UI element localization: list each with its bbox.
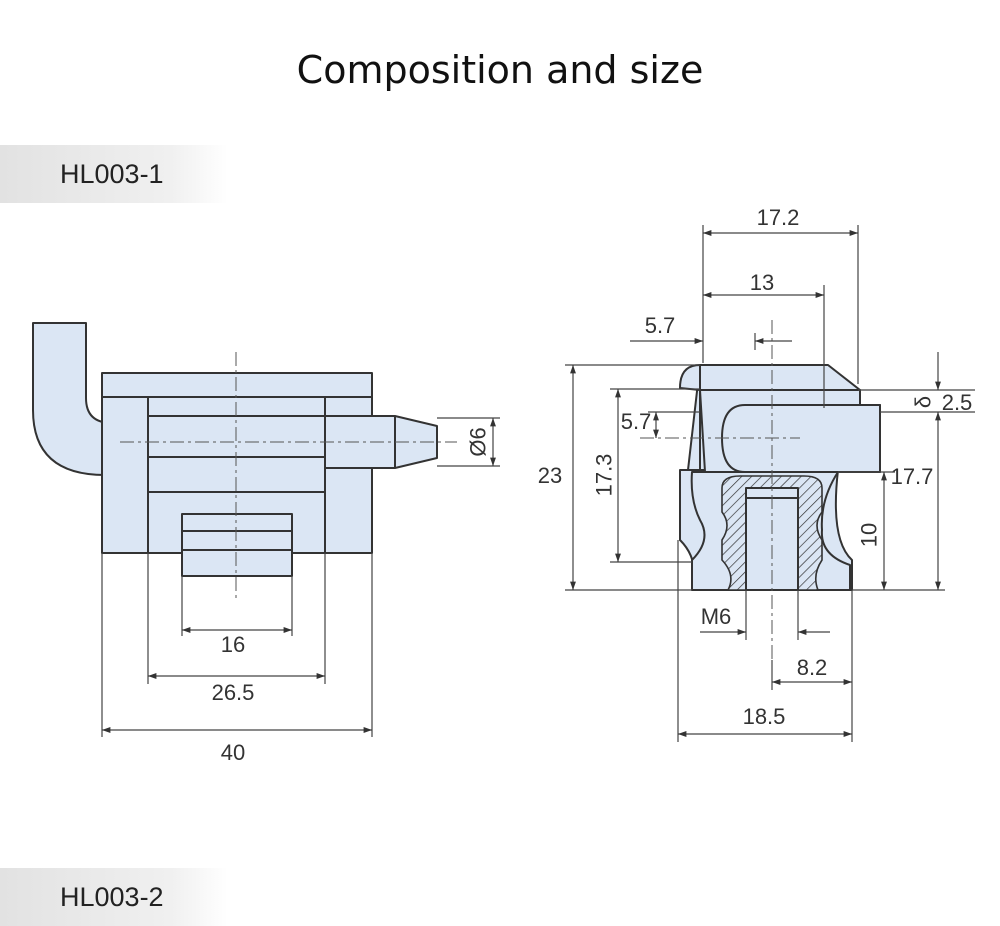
dim-pin-diameter: Ø6: [466, 427, 491, 456]
dim-m6: M6: [701, 604, 732, 629]
dim-width-26-5: 26.5: [212, 680, 255, 705]
dim-17-2: 17.2: [757, 205, 800, 230]
dim-17-3: 17.3: [592, 454, 617, 497]
dim-10: 10: [857, 523, 882, 547]
bottom-block: [181, 513, 293, 577]
dim-18-5: 18.5: [743, 704, 786, 729]
side-view: 17.2 13 5.7 23 17.3 5.7 δ 2.5 17.7: [538, 205, 975, 742]
dim-5-7-top: 5.7: [645, 313, 676, 338]
dim-5-7-mid: 5.7: [621, 409, 652, 434]
dim-2-5: 2.5: [942, 390, 973, 415]
dim-width-40: 40: [221, 740, 245, 765]
dim-delta: δ: [911, 396, 936, 408]
model-label-hl003-2: HL003-2: [0, 868, 228, 926]
dim-8-2: 8.2: [797, 655, 828, 680]
dim-13: 13: [750, 270, 774, 295]
page-title: Composition and size: [296, 48, 704, 92]
model-label-hl003-1: HL003-1: [0, 145, 228, 203]
dim-width-16: 16: [221, 632, 245, 657]
front-view: Ø6 16 26.5 40: [32, 322, 500, 765]
dim-17-7: 17.7: [891, 464, 934, 489]
dim-23: 23: [538, 463, 562, 488]
